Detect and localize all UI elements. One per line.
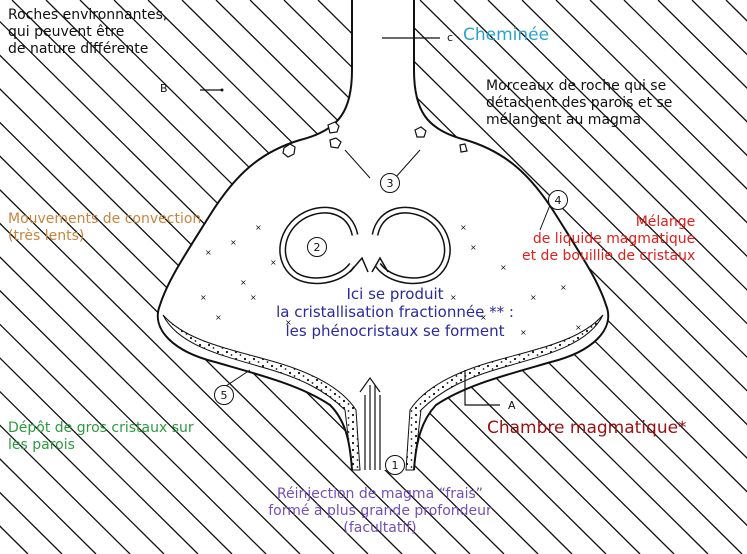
marker-c: c	[447, 31, 453, 44]
number-1: 1	[385, 455, 405, 475]
hatch-line	[0, 0, 436, 554]
convection-loop-right	[375, 210, 447, 281]
convection-arrow-up	[350, 258, 368, 272]
crystal-mark: ×	[205, 248, 212, 257]
crystal-mark: ×	[460, 223, 467, 232]
label-mouvements: Mouvements de convection (très lents)	[8, 211, 201, 245]
crystal-mark: ×	[215, 313, 222, 322]
crystal-mark: ×	[270, 258, 277, 267]
hatch-line	[0, 0, 198, 554]
label-roches: Roches environnantes, qui peuvent être d…	[8, 7, 167, 58]
label-cristallisation: Ici se produit la cristallisation fracti…	[238, 285, 552, 340]
fragment-leaders	[345, 150, 420, 178]
number-2: 2	[307, 237, 327, 257]
number-4: 4	[548, 190, 568, 210]
crystal-mark: ×	[500, 263, 507, 272]
reinjection-flow	[365, 385, 380, 470]
hatch-line	[0, 0, 164, 554]
label-morceaux: Morceaux de roche qui se détachent des p…	[486, 78, 672, 129]
number-5: 5	[214, 385, 234, 405]
crystal-mark: ×	[200, 293, 207, 302]
marker-b: B	[160, 82, 168, 95]
hatch-line	[0, 0, 266, 554]
label-reinjection: Réinjection de magma “frais” formé à plu…	[220, 486, 540, 537]
hatch-line	[0, 0, 28, 554]
label-depot: Dépôt de gros cristaux sur les parois	[8, 420, 194, 454]
crystal-mark: ×	[230, 238, 237, 247]
crystal-mark: ×	[575, 323, 582, 332]
crystal-mark: ×	[560, 283, 567, 292]
number-3: 3	[380, 173, 400, 193]
hatch-line	[726, 0, 747, 554]
crystal-mark: ×	[470, 243, 477, 252]
marker-a: A	[508, 399, 516, 412]
label-cheminee: Cheminée	[463, 25, 549, 46]
label-melange: Mélange de liquide magmatique et de boui…	[522, 214, 695, 265]
hatch-line	[0, 0, 62, 554]
label-chambre: Chambre magmatique*	[487, 418, 687, 439]
crystal-mark: ×	[255, 223, 262, 232]
hatch-line	[0, 0, 96, 554]
hatch-line	[0, 0, 300, 554]
hatch-line	[0, 0, 368, 554]
